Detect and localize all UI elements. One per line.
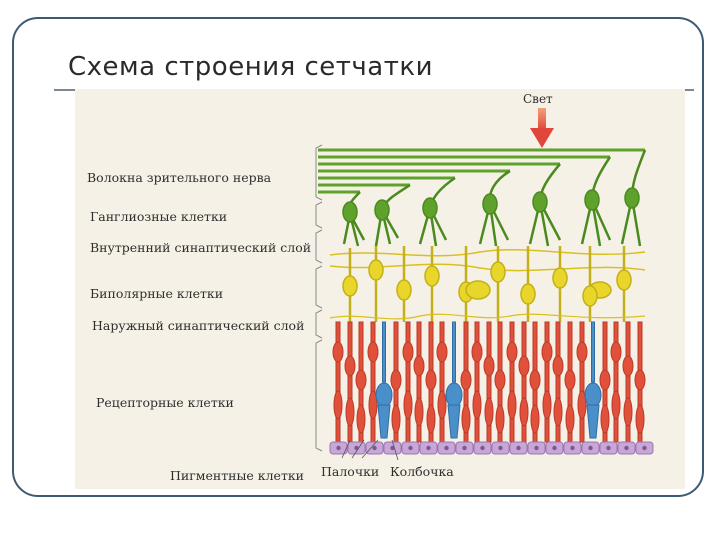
- pigment-granule: [552, 445, 557, 451]
- rod-cell: [610, 321, 622, 443]
- rod-cell: [541, 321, 553, 443]
- rod-cell: [599, 321, 611, 443]
- rod-cell: [390, 321, 402, 443]
- rod-cell: [332, 321, 344, 443]
- receptor-cells: [332, 321, 646, 443]
- rod-cell: [436, 321, 448, 443]
- layer-label-inner-synaptic: Внутренний синаптический слой: [90, 240, 312, 255]
- rod-cell: [576, 321, 588, 443]
- rod-cell: [564, 321, 576, 443]
- pigment-granule: [606, 445, 611, 451]
- rod-cell: [483, 321, 495, 443]
- ganglion-cells: [342, 149, 647, 247]
- pigment-granule: [390, 445, 395, 451]
- pigment-granule: [516, 445, 521, 451]
- layer-label-receptor: Рецепторные клетки: [96, 395, 234, 410]
- bipolar-cells: [342, 246, 632, 322]
- cone-cell: [445, 321, 463, 439]
- pigment-granule: [408, 445, 413, 451]
- cones: [375, 321, 602, 439]
- pigment-granule: [642, 445, 647, 451]
- outer-synaptic-layer: [329, 313, 646, 320]
- pigment-granule: [498, 445, 503, 451]
- rod-cell: [367, 321, 379, 443]
- layer-brackets: [315, 144, 323, 452]
- layer-label-ganglion: Ганглиозные клетки: [90, 209, 228, 224]
- optic-nerve-fibers: [318, 148, 645, 194]
- pigment-granule: [534, 445, 539, 451]
- pigment-granule: [336, 445, 341, 451]
- pigment-granule: [570, 445, 575, 451]
- rod-cell: [460, 321, 472, 443]
- pigment-granule: [462, 445, 467, 451]
- layer-label-optic-fibers: Волокна зрительного нерва: [87, 170, 272, 185]
- label-cone: Колбочка: [390, 464, 454, 479]
- light-label: Свет: [523, 92, 553, 106]
- cone-cell: [375, 321, 393, 439]
- light-arrow-icon: [530, 108, 554, 148]
- pigment-granule: [444, 445, 449, 451]
- layer-label-pigment: Пигментные клетки: [170, 468, 305, 483]
- pigment-granule: [480, 445, 485, 451]
- rod-cell: [518, 321, 530, 443]
- rod-cell: [552, 321, 564, 443]
- rod-cell: [355, 321, 367, 443]
- pigment-granule: [372, 445, 377, 451]
- label-rods: Палочки: [321, 464, 380, 479]
- rod-cell: [494, 321, 506, 443]
- pigment-layer: [329, 441, 654, 455]
- layer-label-bipolar: Биполярные клетки: [90, 286, 224, 301]
- rod-cell: [344, 321, 356, 443]
- cone-cell: [584, 321, 602, 439]
- rod-cell: [634, 321, 646, 443]
- slide-title: Схема строения сетчатки: [68, 52, 433, 82]
- rod-cell: [402, 321, 414, 443]
- rod-cell: [529, 321, 541, 443]
- rod-cell: [413, 321, 425, 443]
- bottom-label-pointers: [341, 439, 399, 461]
- layer-label-outer-synaptic: Наружный синаптический слой: [92, 318, 305, 333]
- rod-cell: [622, 321, 634, 443]
- rod-cell: [471, 321, 483, 443]
- pigment-granule: [624, 445, 629, 451]
- rod-cell: [506, 321, 518, 443]
- rods: [332, 321, 646, 443]
- pigment-granule: [426, 445, 431, 451]
- pigment-granule: [588, 445, 593, 451]
- rod-cell: [425, 321, 437, 443]
